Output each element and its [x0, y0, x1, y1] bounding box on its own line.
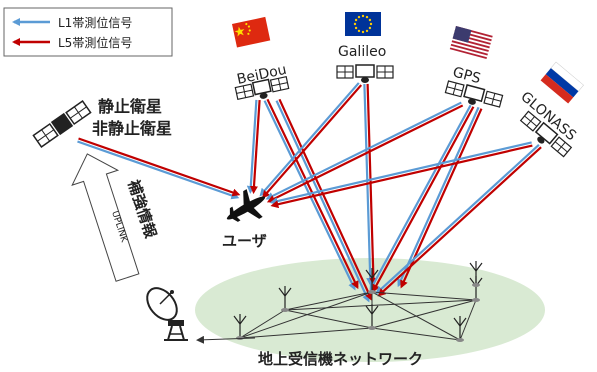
beidou-satellite-icon — [234, 76, 290, 100]
ground-network-area — [195, 258, 545, 362]
gps-to-network-1-signal — [369, 104, 475, 293]
beidou-satellite: BeiDou — [232, 16, 290, 100]
eu-star-icon — [368, 26, 372, 30]
eu-star-icon — [368, 18, 372, 22]
geo-label-2: 非静止衛星 — [92, 119, 172, 138]
legend-l5-label: L5帯測位信号 — [58, 35, 132, 50]
ground-network-label: 地上受信機ネットワーク — [258, 350, 423, 368]
gps-to-user-l5-line — [266, 104, 464, 203]
glonass-to-network-l5-line — [377, 146, 542, 297]
eu-star-icon — [369, 22, 373, 26]
beidou-to-user-l5-line — [249, 100, 261, 195]
gps-to-network-2-l1-line — [397, 106, 480, 288]
usa-flag-icon — [449, 26, 493, 60]
gps-satellite: GPS — [444, 26, 504, 108]
airplane-icon — [226, 189, 266, 222]
galileo-satellite-icon — [336, 64, 394, 83]
galileo-to-user-l1-line — [259, 82, 360, 197]
russia-flag-icon — [540, 61, 584, 104]
legend-l5: L5帯測位信号 — [12, 35, 132, 50]
beidou-to-user-l1-line — [246, 99, 258, 194]
uplink-arrow — [71, 153, 140, 282]
eu-star-icon — [353, 22, 357, 26]
glonass-to-user-signal — [269, 141, 533, 209]
beidou-to-network-2-l1-line — [275, 100, 370, 303]
glonass-to-network-l1-line — [375, 144, 540, 295]
signal-lines — [77, 82, 542, 303]
receiver-antenna-icon — [453, 316, 467, 342]
receiver-antenna-icon — [233, 314, 247, 340]
legend-l1: L1帯測位信号 — [12, 15, 132, 30]
glonass-to-network-signal — [375, 144, 542, 297]
user-label: ユーザ — [222, 232, 267, 250]
glonass-satellite-icon — [519, 110, 573, 158]
gps-label: GPS — [451, 64, 482, 87]
ground-station-dish-icon — [146, 287, 188, 341]
ground-receivers — [233, 261, 483, 342]
eu-star-icon — [357, 29, 361, 33]
geo-to-user-l1-line — [77, 140, 240, 200]
geo-satellite-icon — [32, 100, 92, 148]
glonass-to-user-l1-line — [269, 141, 532, 205]
legend: L1帯測位信号 L5帯測位信号 — [3, 7, 173, 57]
eu-star-icon — [365, 29, 369, 33]
network-to-dish-link — [196, 335, 256, 344]
beidou-to-user-signal — [246, 99, 261, 195]
galileo-satellite: Galileo — [336, 12, 394, 83]
gps-to-user-l1-line — [265, 101, 462, 200]
galileo-to-user-signal — [259, 82, 363, 199]
gps-satellite-icon — [444, 80, 504, 108]
beidou-to-network-2-l5-line — [278, 98, 373, 302]
galileo-label: Galileo — [338, 44, 386, 60]
receiver-antenna-icon — [365, 268, 379, 294]
eu-star-icon — [361, 30, 365, 34]
glonass-to-user-l5-line — [270, 144, 533, 209]
china-flag-icon — [232, 16, 271, 48]
legend-l1-label: L1帯測位信号 — [58, 15, 132, 30]
geo-to-user-signal — [77, 137, 241, 200]
eu-flag-icon — [345, 12, 381, 36]
beidou-to-network-2-signal — [275, 98, 373, 303]
receiver-antenna-icon — [365, 304, 379, 330]
gps-to-user-signal — [265, 101, 464, 203]
eu-star-icon — [365, 15, 369, 19]
gps-to-network-1-l1-line — [369, 104, 472, 291]
geo-to-user-l5-line — [78, 137, 241, 197]
eu-star-icon — [361, 14, 365, 18]
eu-star-icon — [354, 18, 358, 22]
gps-to-network-2-signal — [397, 106, 483, 289]
receiver-antenna-icon — [469, 261, 483, 287]
geo-label-1: 静止衛星 — [98, 97, 162, 116]
augmentation-label: 補強情報 — [124, 177, 160, 242]
receiver-antenna-icon — [278, 286, 292, 312]
galileo-to-user-l5-line — [261, 84, 363, 199]
eu-star-icon — [357, 15, 361, 19]
gps-to-network-1-l5-line — [372, 106, 475, 293]
eu-star-icon — [354, 26, 358, 30]
